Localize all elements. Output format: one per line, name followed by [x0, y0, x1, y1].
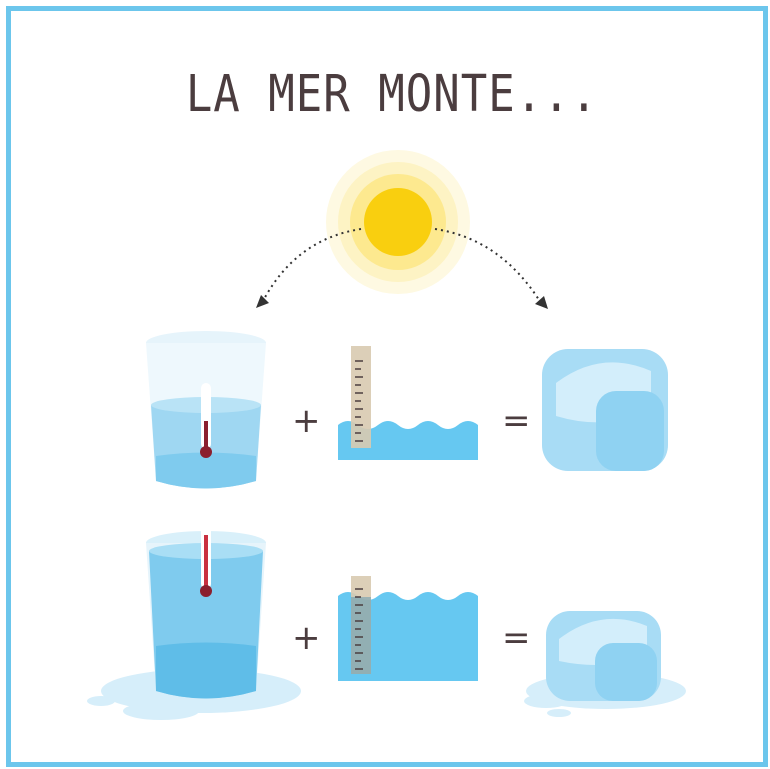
glass-warm-icon [146, 531, 266, 699]
thermometer-icon [200, 523, 212, 597]
arrow-right-head [535, 296, 548, 309]
equals-sign-row-2: = [502, 618, 531, 658]
ice-cube-melting-icon [546, 611, 661, 701]
plus-sign-row-2: + [292, 618, 321, 658]
sea-level-high-icon [338, 576, 478, 681]
infographic-frame: LA MER MONTE... [6, 6, 768, 767]
sea-level-low-icon [338, 346, 478, 460]
equals-sign-row-1: = [502, 401, 531, 441]
page-title: LA MER MONTE... [185, 65, 599, 124]
ice-cube-full-icon [542, 349, 668, 471]
plus-sign-row-1: + [292, 401, 321, 441]
arrow-left-head [256, 295, 269, 308]
sun-icon [326, 150, 470, 294]
illustration [87, 150, 686, 720]
thermometer-icon [200, 383, 212, 458]
